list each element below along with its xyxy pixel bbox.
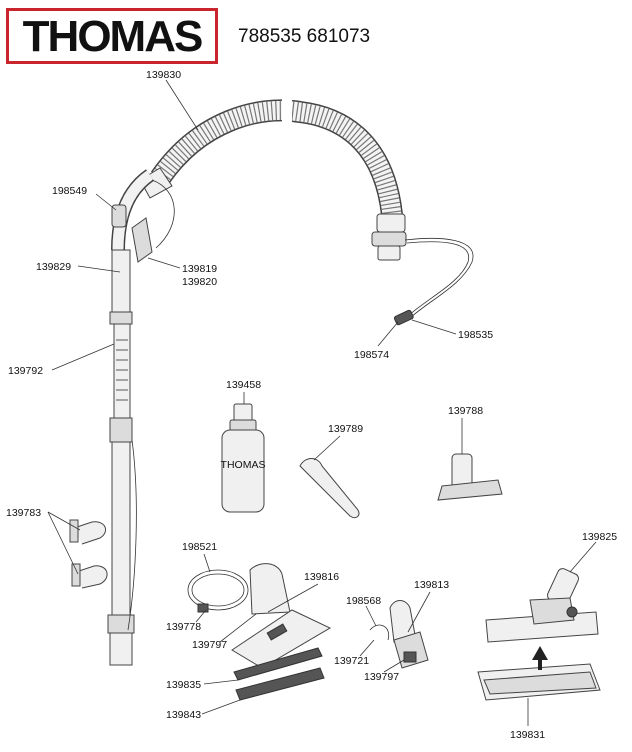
tube-clips [69, 519, 108, 589]
leader-lines [47, 79, 597, 726]
floor-nozzle [485, 568, 599, 643]
part-label: 139813 [414, 579, 449, 591]
part-label: 198535 [458, 329, 493, 341]
bottle-label: THOMAS [221, 459, 266, 471]
part-label: 139797 [192, 639, 227, 651]
part-label: 139819 [182, 263, 217, 275]
part-label: 139789 [328, 423, 363, 435]
floor-insert-tray [477, 646, 601, 701]
part-label: 139458 [226, 379, 261, 391]
part-label: 139829 [36, 261, 71, 273]
wash-nozzle-wide [231, 563, 332, 701]
part-label: 198568 [346, 595, 381, 607]
part-label: 139830 [146, 69, 181, 81]
wash-nozzle-small [369, 600, 429, 669]
part-label: 139835 [166, 679, 201, 691]
spray-hose [187, 569, 249, 613]
part-label: 139721 [334, 655, 369, 667]
suction-hose [139, 96, 407, 261]
part-label: 139825 [582, 531, 617, 543]
part-label: 139788 [448, 405, 483, 417]
part-label: 139843 [166, 709, 201, 721]
logo-text: THOMAS [22, 12, 204, 61]
thomas-logo: THOMAS [6, 8, 218, 64]
part-label: 139783 [6, 507, 41, 519]
part-labels: 139830 198549 139829 139819 139820 19857… [6, 69, 617, 741]
part-label: 139797 [364, 671, 399, 683]
upholstery-nozzle [437, 453, 503, 501]
water-hose [393, 237, 474, 326]
cleaning-fluid-bottle: THOMAS [221, 403, 266, 513]
crevice-nozzle [299, 458, 360, 519]
part-label: 139816 [304, 571, 339, 583]
part-label: 198521 [182, 541, 217, 553]
part-label: 139831 [510, 729, 545, 741]
part-label: 198574 [354, 349, 389, 361]
model-numbers: 788535 681073 [238, 26, 371, 47]
part-label: 139778 [166, 621, 201, 633]
handle-and-tube [107, 169, 175, 666]
part-label: 198549 [52, 185, 87, 197]
part-label: 139792 [8, 365, 43, 377]
part-label: 139820 [182, 276, 217, 288]
